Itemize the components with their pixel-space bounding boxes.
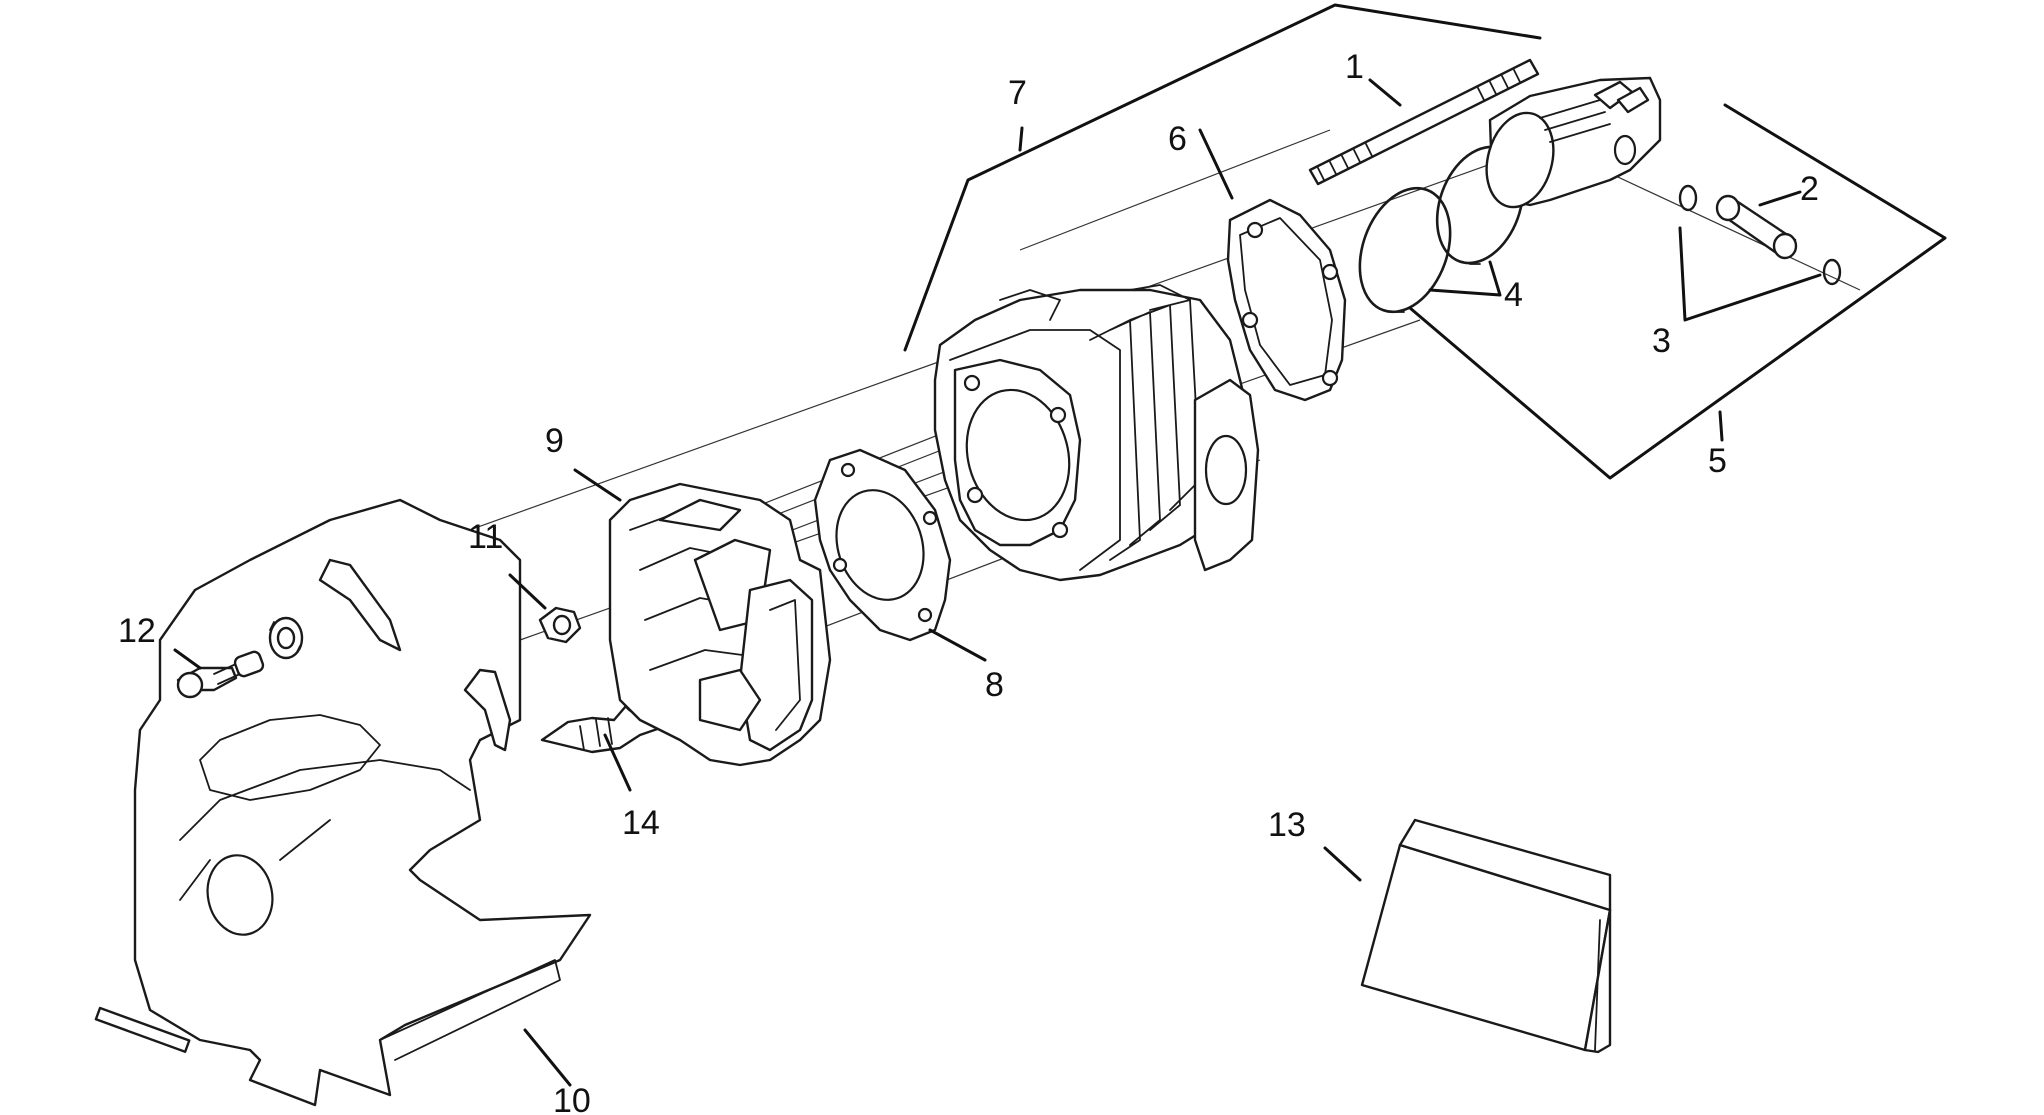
part-12-screw-set: [176, 616, 304, 699]
callout-7: 7: [1008, 74, 1027, 112]
leader-10: [523, 1028, 572, 1087]
leader-8: [928, 628, 987, 662]
part-8-head-gasket: [813, 448, 952, 642]
callout-labels: 1 2 3 4 5 6 7 8 9 10 11 12 13 14: [118, 48, 1819, 1115]
leader-lines: [173, 3, 1947, 1087]
leader-6: [1198, 128, 1234, 200]
part-1-stud: [1308, 58, 1540, 186]
callout-12: 12: [118, 612, 156, 650]
callout-4: 4: [1504, 276, 1523, 314]
leader-13: [1323, 846, 1362, 882]
part-10-shroud: [94, 498, 592, 1107]
leader-5: [1408, 103, 1947, 480]
leader-4: [1428, 260, 1502, 297]
leader-12: [173, 648, 202, 670]
part-11-nut: [538, 606, 582, 644]
part-5-piston: [1485, 76, 1662, 209]
part-13-sheet: [1360, 818, 1612, 1054]
callout-8: 8: [985, 666, 1004, 704]
part-3-circlips: [1678, 184, 1842, 286]
part-7-cylinder: [933, 284, 1260, 582]
callout-5: 5: [1708, 442, 1727, 480]
callout-14: 14: [622, 804, 660, 842]
part-9-cylinder-head: [608, 482, 832, 767]
callout-1: 1: [1345, 48, 1364, 86]
callout-13: 13: [1268, 806, 1306, 844]
leader-2: [1758, 190, 1802, 207]
leader-1: [1368, 78, 1402, 107]
leader-7-stem: [1018, 126, 1024, 152]
callout-6: 6: [1168, 120, 1187, 158]
part-2-piston-pin: [1715, 194, 1798, 260]
leader-3: [1678, 226, 1822, 322]
leader-11: [508, 573, 547, 610]
leader-9: [573, 468, 622, 502]
callout-9: 9: [545, 422, 564, 460]
callout-10: 10: [553, 1082, 591, 1115]
part-6-base-gasket: [1226, 198, 1347, 402]
callout-2: 2: [1800, 170, 1819, 208]
leader-7: [903, 3, 1542, 352]
callout-11: 11: [468, 518, 503, 556]
callout-3: 3: [1652, 322, 1671, 360]
leader-14: [603, 733, 632, 792]
leader-5-stem: [1718, 410, 1724, 442]
